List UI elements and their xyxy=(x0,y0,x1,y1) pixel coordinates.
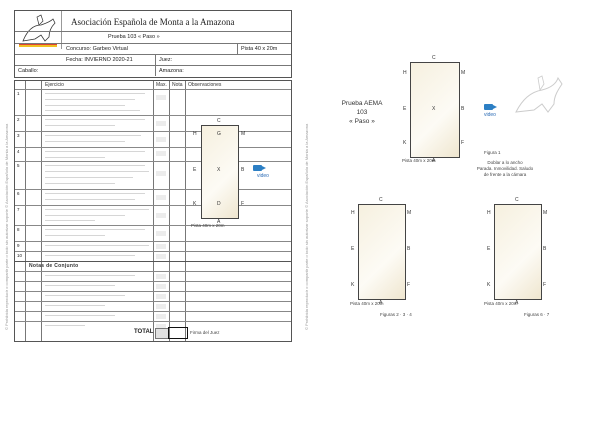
fig1-letter-h: H xyxy=(403,70,407,76)
fig1-letter-f: F xyxy=(461,140,465,146)
exercise-number: 5 xyxy=(17,163,20,168)
exercise-number: 8 xyxy=(17,227,20,232)
fig1-letter-m: M xyxy=(461,70,466,76)
arena-letter-d: D xyxy=(217,201,221,207)
fig2-letter-c: C xyxy=(379,197,383,203)
caballo-row: Caballo: Amazona: xyxy=(15,65,291,76)
total-score-box[interactable] xyxy=(168,327,188,339)
fig1-letter-e: E xyxy=(403,106,407,112)
col-nota: Nota xyxy=(172,82,183,88)
fig2-pista-caption: Pista 40m x 20m xyxy=(350,301,384,306)
fig234-caption: Figuras 2 · 3 · 4 xyxy=(380,312,412,317)
concurso-row: Concurso: Garbeo Virtual Pista 40 x 20m xyxy=(15,43,291,54)
fecha-row: Fecha: INVIERNO 2020-21 Juez: xyxy=(15,54,291,65)
concurso-label: Concurso: Garbeo Virtual xyxy=(66,46,128,52)
side-copyright-middle: © Prohibida reproducir o compartir parte… xyxy=(304,123,309,330)
amazona-logo-right xyxy=(508,66,568,126)
video-link[interactable]: video xyxy=(257,173,269,179)
fig2-letter-a: A xyxy=(379,300,383,306)
arena-letter-h: H xyxy=(193,131,197,137)
total-label: TOTAL xyxy=(134,329,154,335)
fecha-label: Fecha: INVIERNO 2020-21 xyxy=(66,57,133,63)
fig2-letter-f: F xyxy=(407,282,411,288)
fig6-letter-h: H xyxy=(487,210,491,216)
fig1-letter-b: B xyxy=(461,106,465,112)
arena-letter-c: C xyxy=(217,118,221,124)
prueba-aema-number: 103 xyxy=(356,109,368,116)
arena-size-caption: Pista 40m x 20m xyxy=(191,223,225,228)
amazona-logo xyxy=(15,11,62,49)
fig6-letter-a: A xyxy=(515,300,519,306)
fig6-pista-caption: Pista 40m x 20m xyxy=(484,301,518,306)
arena-diagram-small xyxy=(201,125,239,219)
fig1-letter-a: A xyxy=(432,158,436,164)
juez-label: Juez: xyxy=(155,55,172,65)
total-max-cell xyxy=(155,328,169,339)
fig1-note: Doblar a lo ancho Parada. Inmovilidad. S… xyxy=(476,160,534,177)
prueba-aema-name: « Paso » xyxy=(349,118,375,125)
fig2-letter-k: K xyxy=(351,282,355,288)
fig6-letter-c: C xyxy=(515,197,519,203)
exercise-number: 3 xyxy=(17,133,20,138)
exercise-number: 2 xyxy=(17,117,20,122)
figure-1-arena xyxy=(410,62,460,158)
fig2-letter-h: H xyxy=(351,210,355,216)
fig1-letter-x: X xyxy=(432,106,436,112)
video-camera-icon[interactable] xyxy=(253,165,266,171)
col-observaciones: Observaciones xyxy=(188,82,222,88)
firma-label: Firma del Juez xyxy=(190,330,220,335)
exercise-table: Ejercicio Max. Nota Observaciones 1 2 3 … xyxy=(14,80,292,342)
fig1-letter-c: C xyxy=(432,55,436,61)
fig6-letter-k: K xyxy=(487,282,491,288)
prueba-label: Prueba 103 « Paso » xyxy=(108,34,160,40)
video-link-right[interactable]: video xyxy=(484,112,496,118)
exercise-number: 9 xyxy=(17,243,20,248)
amazona-label: Amazona: xyxy=(155,66,184,76)
fig2-letter-e: E xyxy=(351,246,355,252)
fig1-letter-k: K xyxy=(403,140,407,146)
caballo-label: Caballo: xyxy=(18,68,39,74)
figures-2-3-4-arena xyxy=(358,204,406,300)
page-title: Asociación Española de Monta a la Amazon… xyxy=(71,17,235,27)
arena-letter-g: G xyxy=(217,131,221,137)
pista-label: Pista 40 x 20m xyxy=(237,44,277,54)
arena-letter-b: B xyxy=(241,167,245,173)
side-copyright-left: © Prohibida reproducir o compartir parte… xyxy=(4,123,9,330)
exercise-number: 7 xyxy=(17,207,20,212)
prueba-aema-title: Prueba AEMA xyxy=(341,100,383,107)
arena-letter-e: E xyxy=(193,167,197,173)
col-ejercicio: Ejercicio xyxy=(45,82,64,88)
figures-6-7-arena xyxy=(494,204,542,300)
fig6-letter-b: B xyxy=(543,246,547,252)
arena-letter-k: K xyxy=(193,201,197,207)
fig2-letter-b: B xyxy=(407,246,411,252)
fig67-caption: Figuras 6 · 7 xyxy=(524,312,550,317)
header-box: Asociación Española de Monta a la Amazon… xyxy=(14,10,292,78)
arena-letter-m: M xyxy=(241,131,246,137)
exercise-number: 6 xyxy=(17,191,20,196)
fig2-letter-m: M xyxy=(407,210,412,216)
col-max: Max. xyxy=(156,82,167,88)
exercise-number: 10 xyxy=(17,253,23,258)
fig1-caption: Figura 1 xyxy=(484,150,501,155)
video-camera-icon-right[interactable] xyxy=(484,104,497,110)
exercise-number: 1 xyxy=(17,91,20,96)
exercise-number: 4 xyxy=(17,149,20,154)
arena-letter-f: F xyxy=(241,201,245,207)
fig6-letter-e: E xyxy=(487,246,491,252)
arena-letter-x: X xyxy=(217,167,221,173)
fig1-pista-caption: Pista 40m x 20m xyxy=(402,158,436,163)
fig6-letter-f: F xyxy=(543,282,547,288)
notas-conjunto-title: Notas de Conjunto xyxy=(29,263,79,269)
prueba-row: Prueba 103 « Paso » xyxy=(15,31,291,42)
arena-letter-a: A xyxy=(217,219,221,225)
fig6-letter-m: M xyxy=(543,210,548,216)
